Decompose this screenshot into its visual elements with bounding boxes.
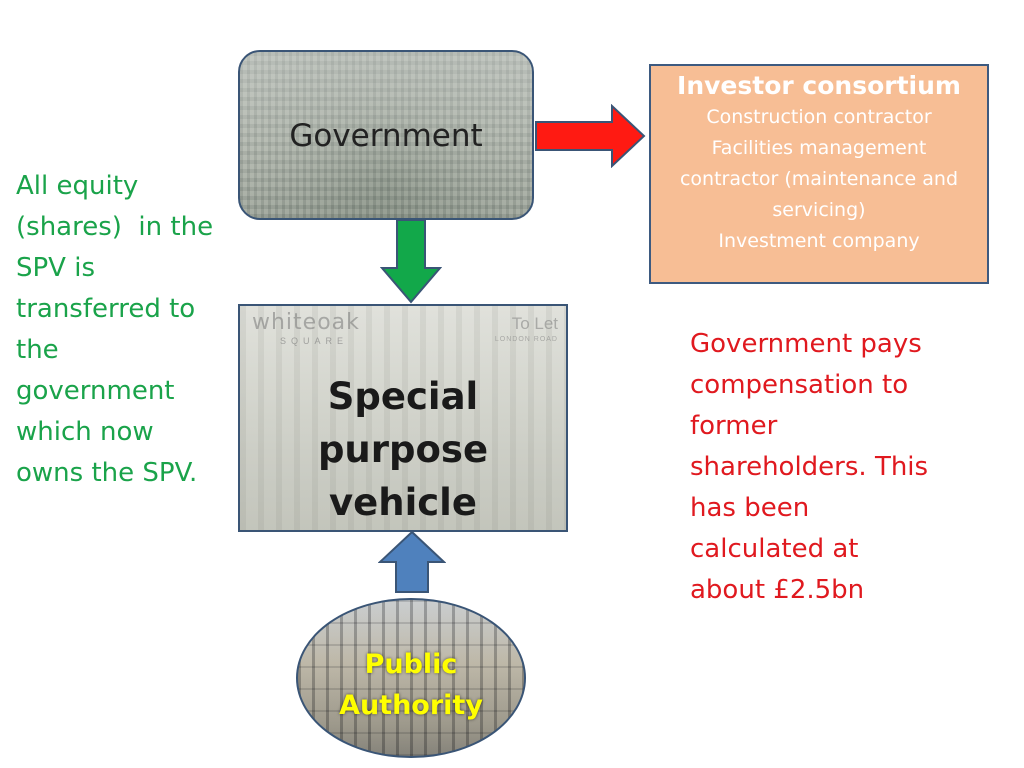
note-line: shareholders. This xyxy=(690,452,929,482)
note-line: about £2.5bn xyxy=(690,575,865,605)
note-line: which now xyxy=(16,417,154,447)
public-authority-label-line: Authority xyxy=(339,690,483,721)
public-authority-label-line: Public xyxy=(364,649,458,680)
investor-line: Facilities management xyxy=(711,137,927,159)
note-line: owns the SPV. xyxy=(16,458,198,488)
spv-label-line: vehicle xyxy=(329,481,477,524)
spv-node: whiteoak SQUARE To Let LONDON ROAD Speci… xyxy=(238,304,568,532)
note-line: SPV is xyxy=(16,253,96,283)
investor-line: contractor (maintenance and xyxy=(679,168,959,190)
note-line: transferred to xyxy=(16,294,196,324)
investor-line: Construction contractor xyxy=(706,106,932,128)
investor-title: Investor consortium xyxy=(677,71,961,100)
note-line: government xyxy=(16,376,175,406)
government-node: Government xyxy=(238,50,534,220)
investor-line: Investment company xyxy=(718,230,920,252)
public-authority-node: Public Authority xyxy=(296,598,526,758)
note-line: (shares) in the xyxy=(16,212,214,242)
note-line: compensation to xyxy=(690,370,909,400)
spv-photo-sign: To Let LONDON ROAD xyxy=(495,314,558,343)
note-line: Government pays xyxy=(690,329,922,359)
investor-line: servicing) xyxy=(772,199,866,221)
spv-photo-sign-sub: LONDON ROAD xyxy=(494,336,558,343)
arrow-public-authority-to-spv xyxy=(378,530,446,593)
spv-label-line: Special purpose xyxy=(317,375,489,471)
note-line: former xyxy=(690,411,778,441)
note-line: calculated at xyxy=(690,534,859,564)
government-label: Government xyxy=(289,118,483,154)
spv-photo-logo-sub: SQUARE xyxy=(280,336,349,346)
note-line: the xyxy=(16,335,59,365)
equity-transfer-note: All equity (shares) in the SPV is transf… xyxy=(16,166,231,494)
spv-photo-background xyxy=(240,306,566,530)
spv-label: Special purpose vehicle xyxy=(240,370,566,529)
compensation-note: Government pays compensation to former s… xyxy=(690,324,960,611)
arrow-government-to-investor xyxy=(535,104,646,168)
public-authority-label: Public Authority xyxy=(298,644,524,726)
note-line: All equity xyxy=(16,171,139,201)
investor-consortium-node: Investor consortium Construction contrac… xyxy=(649,64,989,284)
government-photo-background xyxy=(240,52,532,218)
note-line: has been xyxy=(690,493,810,523)
arrow-government-to-spv xyxy=(380,219,442,304)
spv-photo-logo: whiteoak xyxy=(252,310,360,335)
spv-photo-sign-text: To Let xyxy=(511,314,558,333)
